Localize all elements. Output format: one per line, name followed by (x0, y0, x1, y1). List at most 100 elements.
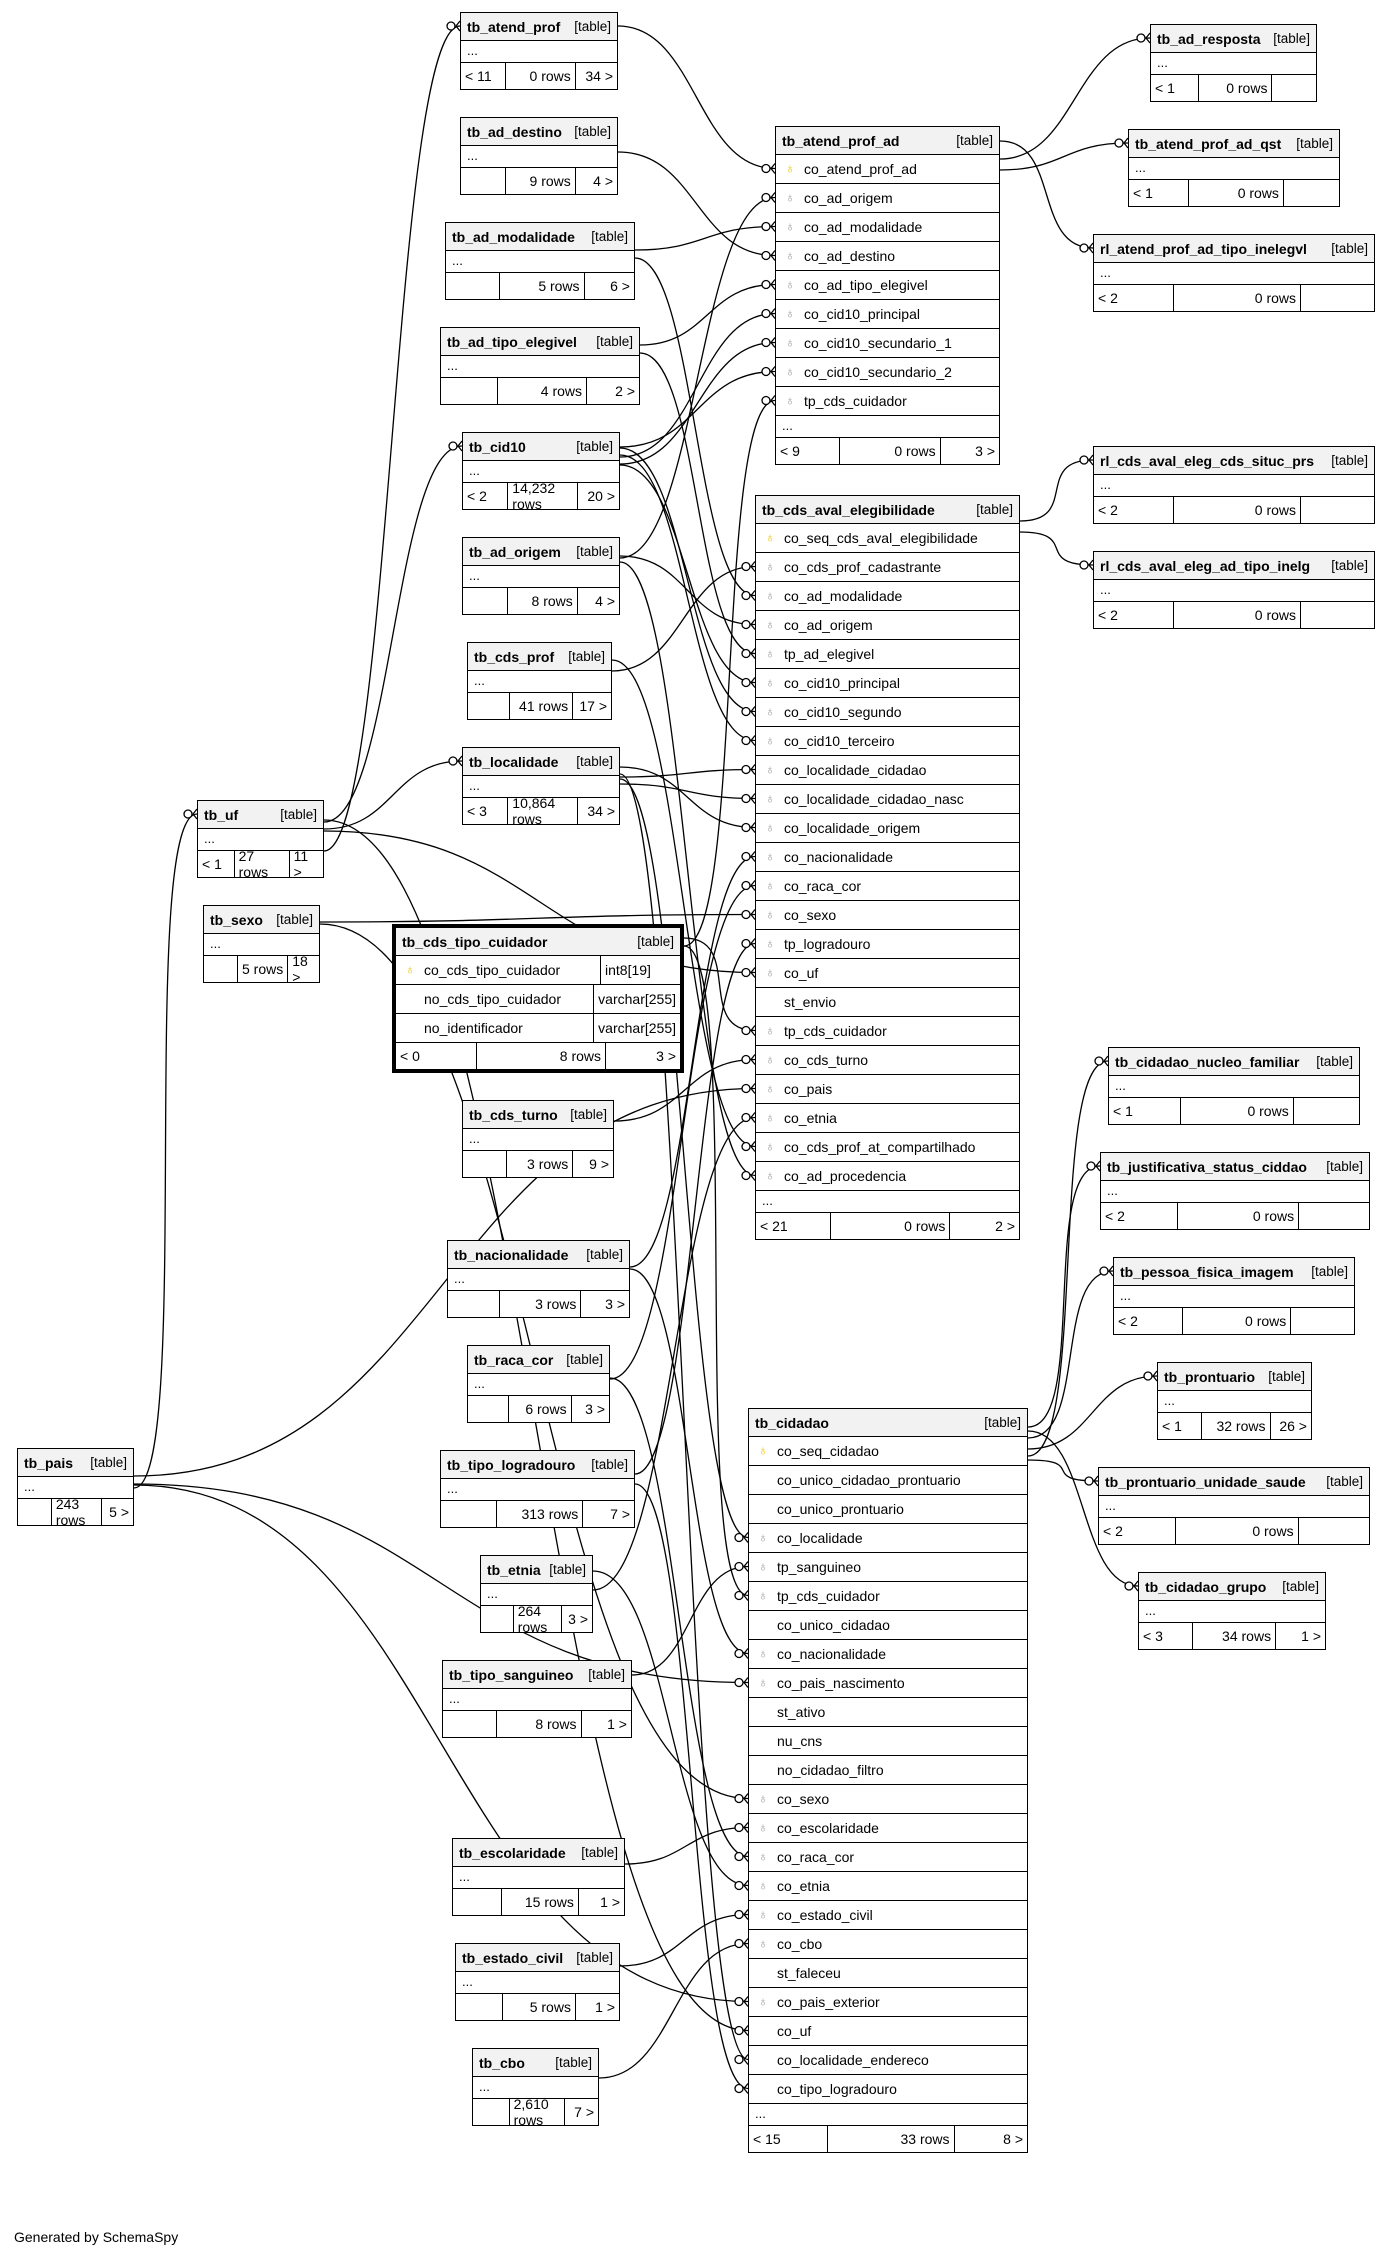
table-name[interactable]: tb_cid10 (469, 438, 526, 455)
parents-count[interactable]: < 3 (463, 798, 509, 824)
column-row[interactable]: ♀co_cbo (749, 1930, 1027, 1959)
column-row[interactable]: ♀co_raca_cor (749, 1843, 1027, 1872)
parents-count[interactable]: < 1 (1151, 75, 1199, 101)
column-row[interactable]: ♀tp_ad_elegivel (756, 640, 1019, 669)
column-row[interactable]: ♀co_ad_tipo_elegivel (776, 271, 999, 300)
column-row[interactable]: ♀co_localidade_cidadao (756, 756, 1019, 785)
children-count[interactable] (1299, 1518, 1369, 1544)
parents-count[interactable] (18, 1499, 52, 1525)
parents-count[interactable]: < 1 (1158, 1413, 1203, 1439)
table-name[interactable]: tb_ad_tipo_elegivel (447, 333, 577, 350)
parents-count[interactable] (463, 1151, 507, 1177)
more-columns-ellipsis[interactable]: ... (776, 416, 999, 438)
column-row[interactable]: ♀co_ad_destino (776, 242, 999, 271)
column-row[interactable]: ♀co_localidade (749, 1524, 1027, 1553)
more-columns-ellipsis[interactable]: ... (1158, 1391, 1311, 1413)
table-name[interactable]: tb_ad_origem (469, 543, 561, 560)
more-columns-ellipsis[interactable]: ... (1129, 158, 1339, 180)
children-count[interactable] (1284, 180, 1339, 206)
more-columns-ellipsis[interactable]: ... (461, 146, 617, 168)
column-row[interactable]: ♀co_ad_origem (756, 611, 1019, 640)
column-row[interactable]: st_faleceu (749, 1959, 1027, 1988)
children-count[interactable]: 3 > (585, 1401, 605, 1417)
children-count[interactable]: 2 > (995, 1218, 1015, 1234)
table-name[interactable]: tb_cds_tipo_cuidador (402, 933, 548, 950)
more-columns-ellipsis[interactable]: ... (468, 1374, 609, 1396)
parents-count[interactable] (461, 168, 507, 194)
column-row[interactable]: ♀co_seq_cidadao (749, 1437, 1027, 1466)
more-columns-ellipsis[interactable]: ... (204, 934, 319, 956)
column-row[interactable]: ♀co_ad_origem (776, 184, 999, 213)
children-count[interactable]: 1 > (600, 1894, 620, 1910)
more-columns-ellipsis[interactable]: ... (481, 1584, 592, 1606)
column-row[interactable]: ♀co_atend_prof_ad (776, 155, 999, 184)
table-name[interactable]: tb_nacionalidade (454, 1246, 569, 1263)
table-tb-cds-aval-elegibilidade[interactable]: tb_cds_aval_elegibilidade[table]♀co_seq_… (755, 495, 1020, 1240)
children-count[interactable] (1301, 285, 1374, 311)
table-name[interactable]: tb_ad_modalidade (452, 228, 575, 245)
table-name[interactable]: tb_pessoa_fisica_imagem (1120, 1263, 1294, 1280)
parents-count[interactable]: < 15 (749, 2126, 829, 2152)
more-columns-ellipsis[interactable]: ... (443, 1689, 631, 1711)
parents-count[interactable]: < 1 (198, 851, 235, 877)
more-columns-ellipsis[interactable]: ... (441, 1479, 634, 1501)
more-columns-ellipsis[interactable]: ... (473, 2077, 598, 2099)
column-row[interactable]: ♀co_cid10_segundo (756, 698, 1019, 727)
table-rl-atend-prof-ad-tipo-inelegvl[interactable]: rl_atend_prof_ad_tipo_inelegvl[table]...… (1093, 234, 1375, 312)
column-row[interactable]: ♀co_seq_cds_aval_elegibilidade (756, 524, 1019, 553)
column-row[interactable]: ♀co_cds_turno (756, 1046, 1019, 1075)
column-row[interactable]: ♀co_pais_nascimento (749, 1669, 1027, 1698)
more-columns-ellipsis[interactable]: ... (1114, 1286, 1354, 1308)
children-count[interactable] (1301, 497, 1374, 523)
table-tb-cds-tipo-cuidador[interactable]: tb_cds_tipo_cuidador[table]♀co_cds_tipo_… (392, 924, 684, 1073)
more-columns-ellipsis[interactable]: ... (756, 1191, 1019, 1213)
column-row[interactable]: ♀co_cid10_principal (776, 300, 999, 329)
parents-count[interactable] (456, 1994, 504, 2020)
children-count[interactable]: 1 > (595, 1999, 615, 2015)
parents-count[interactable] (453, 1889, 503, 1915)
parents-count[interactable] (441, 1501, 497, 1527)
table-name[interactable]: tb_cidadao_nucleo_familiar (1115, 1053, 1300, 1070)
children-count[interactable]: 11 > (293, 848, 309, 880)
children-count[interactable] (1272, 75, 1316, 101)
column-row[interactable]: ♀co_estado_civil (749, 1901, 1027, 1930)
column-row[interactable]: ♀co_escolaridade (749, 1814, 1027, 1843)
column-row[interactable]: ♀co_pais_exterior (749, 1988, 1027, 2017)
column-row[interactable]: ♀tp_logradouro (756, 930, 1019, 959)
column-row[interactable]: ♀co_ad_modalidade (776, 213, 999, 242)
parents-count[interactable]: < 2 (1099, 1518, 1177, 1544)
more-columns-ellipsis[interactable]: ... (463, 566, 619, 588)
column-row[interactable]: ♀co_sexo (749, 1785, 1027, 1814)
table-name[interactable]: rl_atend_prof_ad_tipo_inelegvl (1100, 240, 1307, 257)
column-row[interactable]: co_localidade_endereco (749, 2046, 1027, 2075)
more-columns-ellipsis[interactable]: ... (448, 1269, 629, 1291)
table-name[interactable]: tb_justificativa_status_ciddao (1107, 1158, 1307, 1175)
parents-count[interactable]: < 21 (756, 1213, 832, 1239)
table-name[interactable]: tb_pais (24, 1454, 74, 1471)
children-count[interactable] (1299, 1203, 1369, 1229)
parents-count[interactable]: < 2 (1114, 1308, 1183, 1334)
table-name[interactable]: tb_uf (204, 806, 239, 823)
column-row[interactable]: ♀co_cid10_terceiro (756, 727, 1019, 756)
children-count[interactable] (1294, 1098, 1359, 1124)
column-row[interactable]: ♀co_nacionalidade (756, 843, 1019, 872)
parents-count[interactable]: < 11 (461, 63, 507, 89)
children-count[interactable] (1291, 1308, 1354, 1334)
parents-count[interactable] (204, 956, 238, 982)
column-row[interactable]: no_cidadao_filtro (749, 1756, 1027, 1785)
column-row[interactable]: ♀co_ad_procedencia (756, 1162, 1019, 1191)
children-count[interactable]: 1 > (607, 1716, 627, 1732)
